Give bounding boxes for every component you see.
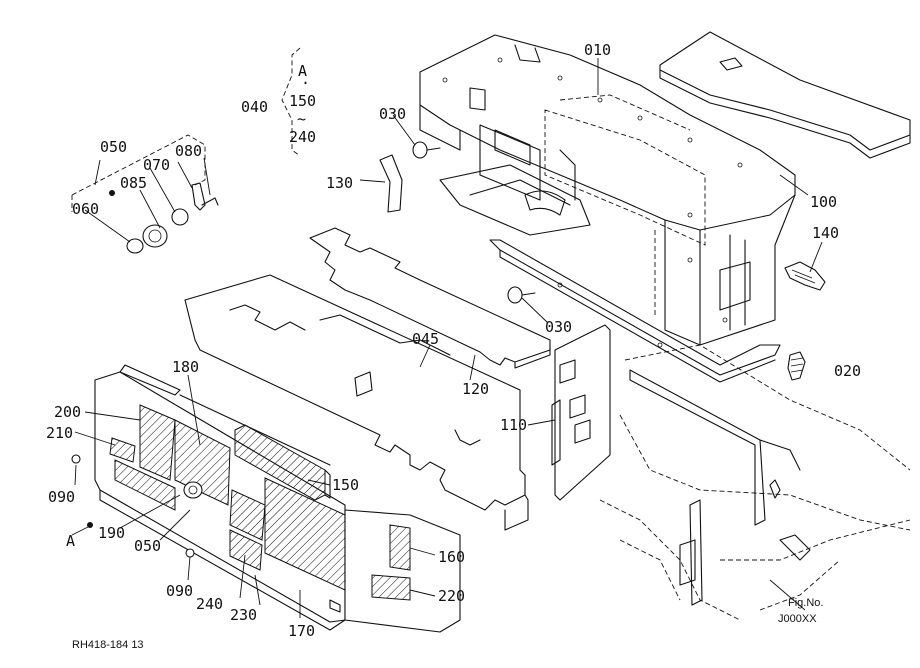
callout-150: 150 [332, 476, 359, 494]
callout-labels: 010 020 030 030 040 045 050 050 060 070 … [46, 41, 861, 640]
callout-050-top: 050 [100, 138, 127, 156]
mat-100 [659, 31, 911, 159]
figure-number: J000XX [778, 613, 817, 625]
callout-080: 080 [175, 142, 202, 160]
callout-045: 045 [412, 330, 439, 348]
hardware-090-bottom [185, 548, 195, 558]
callout-090-bottom: 090 [166, 582, 193, 600]
background-machine [599, 344, 911, 621]
tube-130 [379, 154, 403, 213]
callout-060: 060 [72, 200, 99, 218]
hardware-090-top [71, 454, 81, 464]
callout-240: 240 [196, 595, 223, 613]
callout-180: 180 [172, 358, 199, 376]
callout-020: 020 [834, 362, 861, 380]
callout-100: 100 [810, 193, 837, 211]
frame-010 [419, 34, 796, 346]
group-040-dot: · [301, 74, 310, 92]
callout-050-bottom: 050 [134, 537, 161, 555]
group-040-range: A · 150 ~ 240 [289, 62, 316, 146]
callout-140: 140 [812, 224, 839, 242]
callout-230: 230 [230, 606, 257, 624]
callout-090-top: 090 [48, 488, 75, 506]
ref-a-dot [87, 522, 93, 528]
pedal-140 [784, 261, 826, 291]
callout-070: 070 [143, 156, 170, 174]
callout-030-mid: 030 [545, 318, 572, 336]
callout-010: 010 [584, 41, 611, 59]
callout-085: 085 [120, 174, 147, 192]
callout-110: 110 [500, 416, 527, 434]
bolt-030-mid [507, 286, 536, 304]
side-cover [344, 509, 461, 633]
group-bracket-040 [281, 47, 301, 157]
drawing-code: RH418-184 13 [72, 639, 144, 651]
leader-lines [71, 58, 823, 618]
callout-210: 210 [46, 424, 73, 442]
callout-200: 200 [54, 403, 81, 421]
panel-045 [184, 274, 529, 531]
callout-130: 130 [326, 174, 353, 192]
front-cover-170 [94, 364, 346, 631]
callout-190: 190 [98, 524, 125, 542]
callout-ref-a: A [66, 532, 75, 550]
group-040-start: 150 [289, 92, 316, 110]
switch-group-050 [71, 134, 219, 254]
plate-020 [489, 239, 806, 383]
callout-040: 040 [241, 98, 268, 116]
group-040-ref: A [298, 62, 307, 80]
callout-220: 220 [438, 587, 465, 605]
callout-170: 170 [288, 622, 315, 640]
figure-label: Fig.No. [788, 597, 823, 609]
bracket-110 [551, 324, 611, 501]
seal-150 [234, 424, 331, 501]
callout-160: 160 [438, 548, 465, 566]
callout-030-top: 030 [379, 105, 406, 123]
bolt-030-top [412, 141, 441, 159]
panel-120 [309, 227, 551, 369]
callout-120: 120 [462, 380, 489, 398]
group-040-end: 240 [289, 128, 316, 146]
group-040-tilde: ~ [297, 110, 306, 128]
